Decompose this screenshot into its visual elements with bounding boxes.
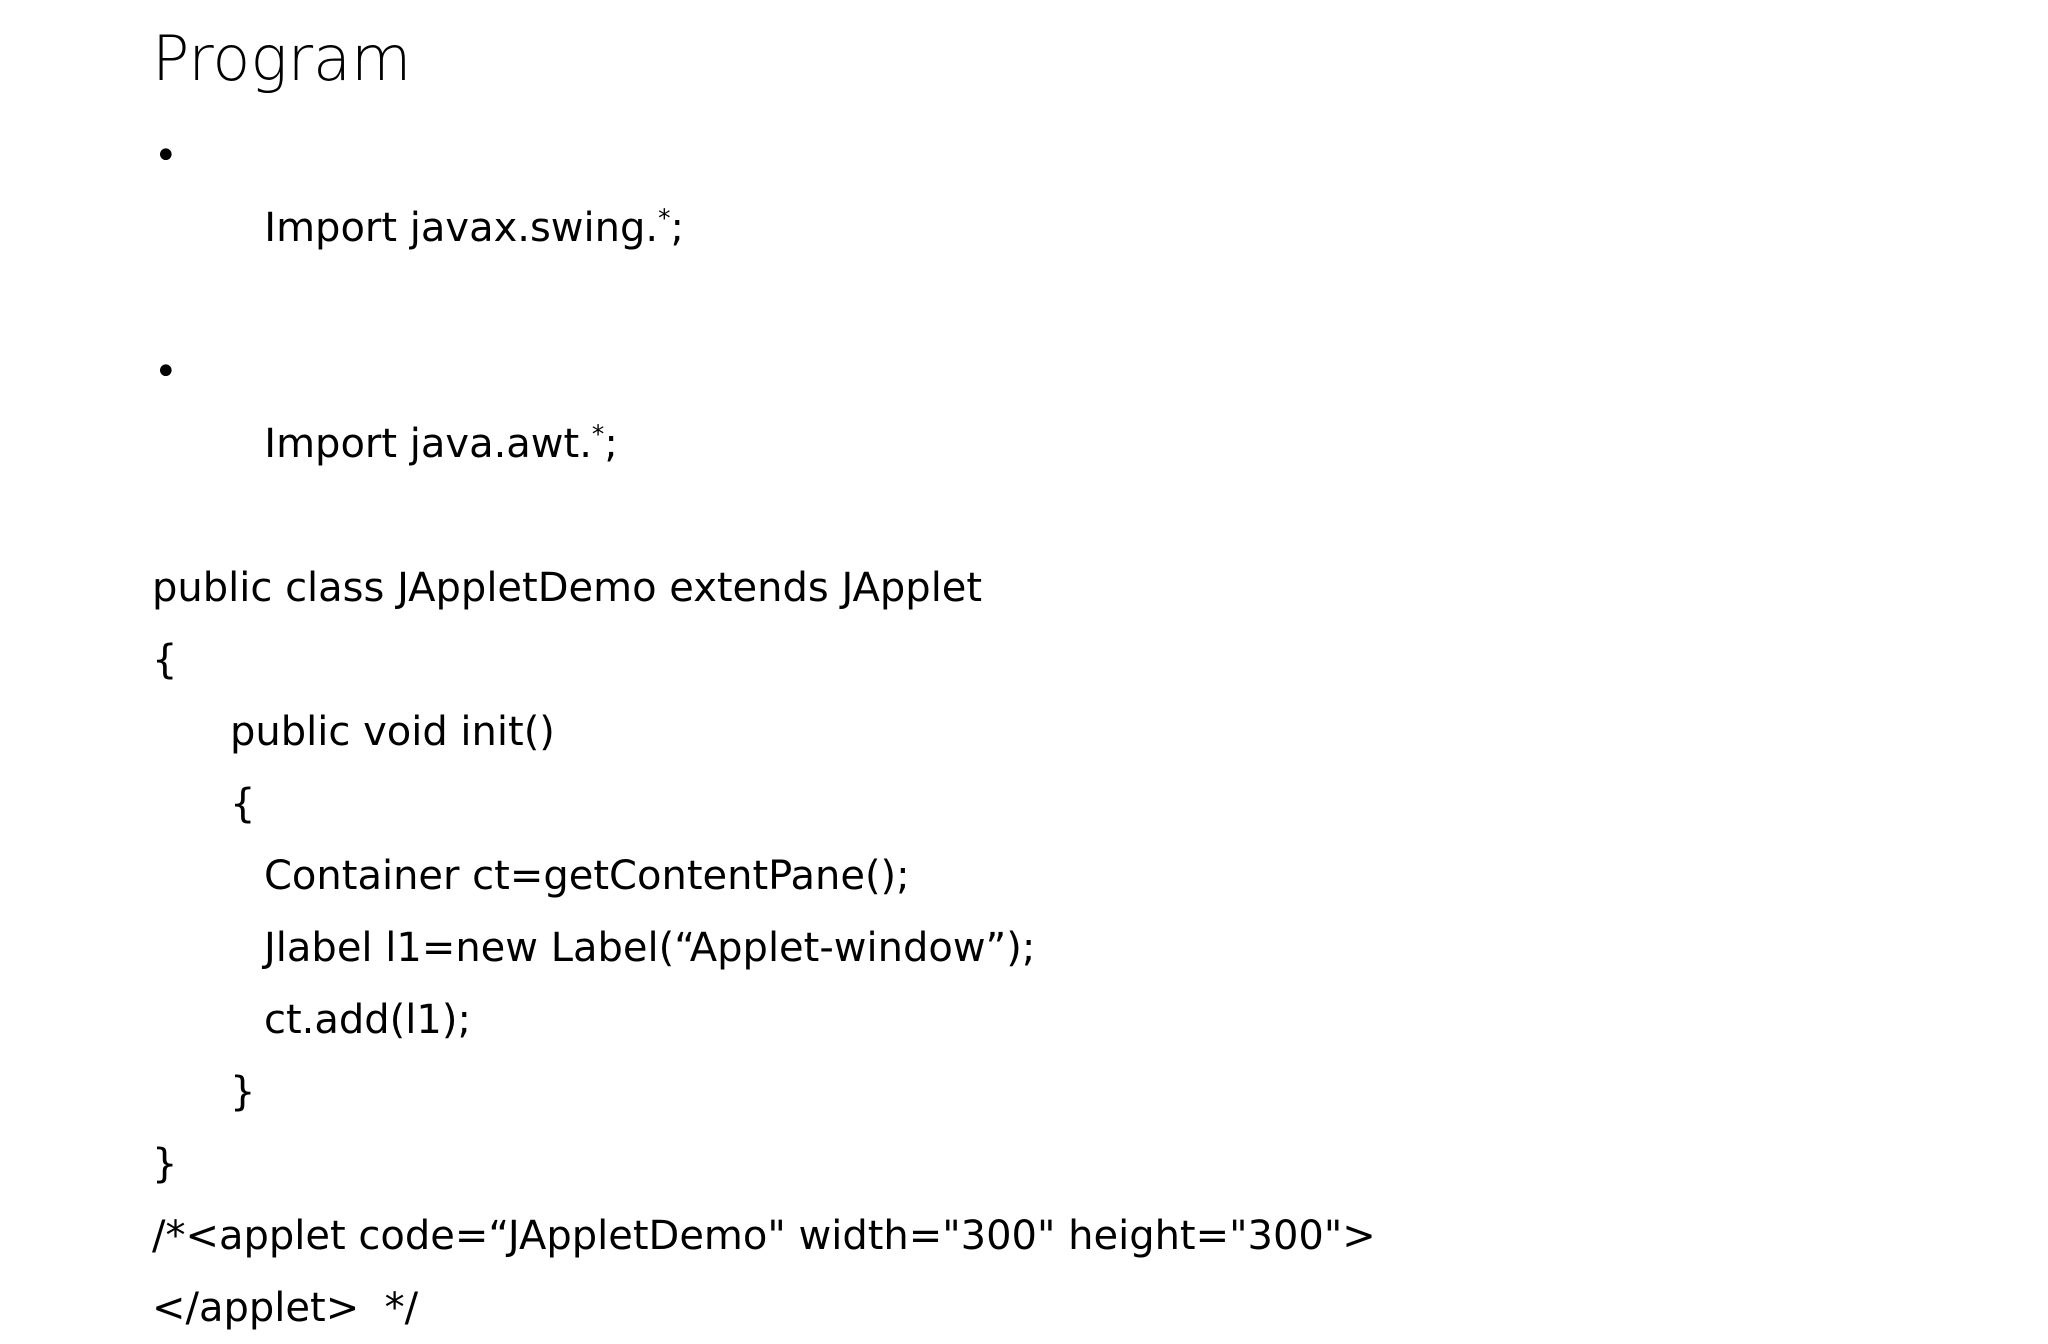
- code-line: Jlabel l1=new Label(“Applet-window”);: [264, 925, 1036, 971]
- code-body: • Import javax.swing.*; • Import java.awt.…: [152, 120, 1952, 1344]
- list-item: • Import javax.swing.*;: [152, 120, 1952, 336]
- list-item: • Import java.awt.*;: [152, 336, 1952, 552]
- code-line: {: [230, 781, 256, 827]
- bullet-icon: •: [154, 349, 178, 395]
- code-line: }: [152, 1141, 178, 1187]
- code-line: public class JAppletDemo extends JApplet: [152, 565, 983, 611]
- code-line: public void init(): [230, 709, 555, 755]
- asterisk-glyph: *: [591, 419, 605, 449]
- code-line: {: [152, 637, 178, 683]
- code-line: </applet> */: [152, 1285, 419, 1331]
- code-line: /*<applet code=“JAppletDemo" width="300"…: [152, 1213, 1376, 1259]
- page-title: Program: [152, 22, 412, 95]
- bullet-icon: •: [154, 133, 178, 179]
- slide-canvas: Program • Import javax.swing.*; • Import j…: [152, 22, 1376, 1331]
- code-line: Container ct=getContentPane();: [264, 853, 910, 899]
- code-line: ct.add(l1);: [264, 997, 471, 1043]
- code-line: }: [230, 1069, 256, 1115]
- list-item-label: Import javax.swing.*;: [264, 203, 684, 251]
- list-item-label: Import java.awt.*;: [264, 419, 618, 467]
- asterisk-glyph: *: [658, 203, 671, 233]
